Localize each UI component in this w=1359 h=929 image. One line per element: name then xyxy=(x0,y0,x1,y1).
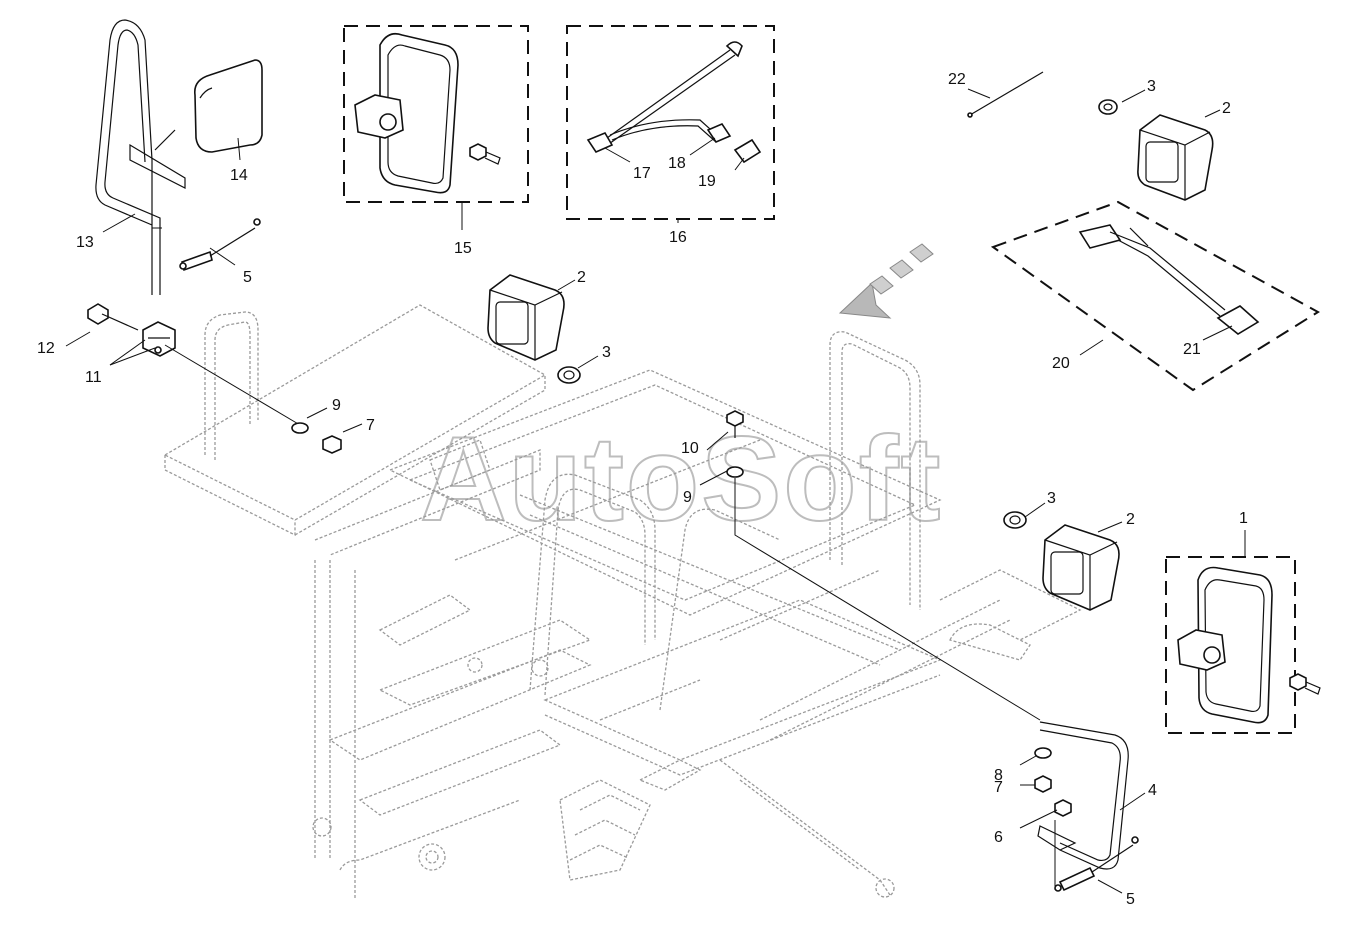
callout-6: 6 xyxy=(994,829,1003,846)
grommet-3-right-hole xyxy=(1009,515,1021,525)
assembly-line-left xyxy=(164,344,301,426)
lamp-2-right xyxy=(1042,524,1120,611)
clamp-bracket-left xyxy=(142,321,176,357)
nut-6-right xyxy=(1054,799,1072,817)
callout-3-top-right: 3 xyxy=(1147,78,1156,95)
grommet-3-center-hole xyxy=(563,370,575,380)
washer-9-center xyxy=(726,466,744,478)
leader-lines xyxy=(65,88,1246,894)
callout-4: 4 xyxy=(1148,782,1157,799)
callout-19: 19 xyxy=(698,173,716,190)
kit-box-15 xyxy=(343,25,529,203)
callout-2-top-right: 2 xyxy=(1222,100,1231,117)
callout-14: 14 xyxy=(230,167,248,184)
callout-21: 21 xyxy=(1183,341,1201,358)
callout-7-left: 7 xyxy=(366,417,375,434)
callout-11: 11 xyxy=(85,369,102,386)
watermark-text: AutoSoft xyxy=(420,412,942,546)
callout-20: 20 xyxy=(1052,355,1070,372)
bolt-12 xyxy=(87,303,139,331)
grommet-3-right xyxy=(1003,511,1027,529)
direction-arrow xyxy=(838,243,934,319)
washer-8-right xyxy=(1034,747,1052,759)
lamp-2-center xyxy=(487,274,565,361)
callout-22: 22 xyxy=(948,71,966,88)
callout-18: 18 xyxy=(668,155,686,172)
callout-3-right: 3 xyxy=(1047,490,1056,507)
gas-strut-right xyxy=(1054,836,1139,892)
callout-15: 15 xyxy=(454,240,472,257)
callout-3-center: 3 xyxy=(602,344,611,361)
callout-9-center: 9 xyxy=(683,489,692,506)
callout-7-right: 7 xyxy=(994,779,1003,796)
grommet-3-top-hole xyxy=(1103,103,1113,111)
callout-16: 16 xyxy=(669,229,687,246)
lamp-2-top-right xyxy=(1137,114,1214,201)
kit-box-1 xyxy=(1165,556,1321,734)
callout-13: 13 xyxy=(76,234,94,251)
gas-strut-left xyxy=(179,218,261,272)
mirror-arm-right xyxy=(1037,721,1129,870)
callout-5-right: 5 xyxy=(1126,891,1135,908)
cable-tie-22 xyxy=(969,71,1044,116)
callout-12: 12 xyxy=(37,340,55,357)
assembly-line-right xyxy=(734,478,1041,721)
grommet-3-top xyxy=(1098,99,1118,115)
callout-9-left: 9 xyxy=(332,397,341,414)
callout-1: 1 xyxy=(1239,510,1248,527)
kit-box-20 xyxy=(990,200,1320,392)
bolt-10-center xyxy=(726,410,744,438)
callouts: 1 2 2 2 3 3 3 4 5 5 6 7 7 8 9 9 10 11 12… xyxy=(37,71,1248,908)
kit-box-16 xyxy=(566,25,775,220)
callout-5-left: 5 xyxy=(243,269,252,286)
chassis-frame xyxy=(163,304,1082,900)
callout-2-right: 2 xyxy=(1126,511,1135,528)
mirror-head-left xyxy=(193,59,263,153)
callout-10: 10 xyxy=(681,440,699,457)
mirror-arm-left xyxy=(95,19,186,295)
nut-7-left xyxy=(322,435,342,454)
nut-7-right xyxy=(1034,775,1052,793)
callout-17: 17 xyxy=(633,165,651,182)
callout-2-center: 2 xyxy=(577,269,586,286)
washer-9-left xyxy=(291,422,309,434)
callout-8: 8 xyxy=(994,767,1003,784)
grommet-3-center xyxy=(557,366,581,384)
cable-tie-end xyxy=(967,112,973,118)
